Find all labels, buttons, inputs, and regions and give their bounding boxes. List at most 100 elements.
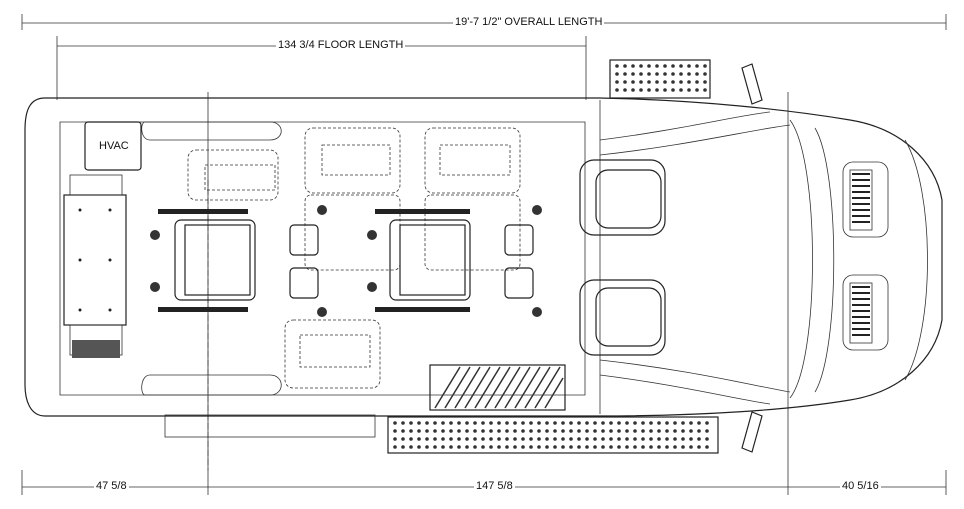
tread-dot — [569, 421, 573, 425]
tread-dot — [687, 88, 691, 92]
floor-hatch — [429, 364, 566, 411]
tread-dot — [545, 437, 549, 441]
tread-dot — [663, 64, 667, 68]
tread-dot — [505, 429, 509, 433]
tread-dot — [623, 64, 627, 68]
passenger-seats — [174, 127, 534, 389]
tread-dot — [625, 445, 629, 449]
tread-dot — [441, 437, 445, 441]
tread-dot — [393, 421, 397, 425]
tread-dot — [577, 445, 581, 449]
tread-dot — [425, 429, 429, 433]
tread-dot — [695, 88, 699, 92]
tread-dot — [457, 429, 461, 433]
tread-dot — [681, 429, 685, 433]
tread-dot — [593, 429, 597, 433]
tread-dot — [697, 445, 701, 449]
tread-dot — [449, 421, 453, 425]
tread-dot — [601, 445, 605, 449]
tread-dot — [577, 437, 581, 441]
tread-dot — [687, 72, 691, 76]
tread-dot — [393, 429, 397, 433]
tread-dot — [703, 72, 707, 76]
tread-dot — [639, 64, 643, 68]
tread-dot — [665, 445, 669, 449]
tread-dot — [569, 429, 573, 433]
wheelchair-lift — [63, 174, 127, 358]
hvac-unit — [84, 121, 142, 171]
tread-dot — [647, 72, 651, 76]
tread-dot — [489, 437, 493, 441]
tread-dot — [615, 72, 619, 76]
tread-dot — [617, 421, 621, 425]
tread-dot — [657, 445, 661, 449]
tread-dot — [641, 421, 645, 425]
tread-dot — [505, 445, 509, 449]
tread-dot — [655, 80, 659, 84]
van-body-outline — [24, 97, 943, 417]
tread-dot — [585, 445, 589, 449]
tread-dot — [513, 421, 517, 425]
tread-dot — [705, 421, 709, 425]
tread-dot — [631, 64, 635, 68]
tread-dot — [537, 437, 541, 441]
tread-dot — [441, 429, 445, 433]
tread-dot — [617, 445, 621, 449]
tread-dot — [457, 421, 461, 425]
tread-dot — [481, 445, 485, 449]
tread-dot — [641, 429, 645, 433]
tread-dot — [665, 429, 669, 433]
tread-dot — [679, 88, 683, 92]
tread-dot — [417, 445, 421, 449]
tread-dot — [641, 437, 645, 441]
tread-dot — [639, 80, 643, 84]
tread-dot — [655, 88, 659, 92]
tread-dot — [433, 429, 437, 433]
tread-dot — [409, 437, 413, 441]
tread-dot — [545, 445, 549, 449]
tread-dot — [647, 64, 651, 68]
tread-dot — [641, 445, 645, 449]
front-overhang-label: 40 5/16 — [840, 480, 881, 492]
tread-dot — [497, 437, 501, 441]
tread-dot — [553, 445, 557, 449]
tread-dot — [585, 429, 589, 433]
tread-dot — [457, 445, 461, 449]
tread-dot — [401, 421, 405, 425]
tread-dot — [623, 80, 627, 84]
tread-dot — [553, 421, 557, 425]
tread-dot — [537, 445, 541, 449]
tread-dot — [465, 437, 469, 441]
tread-dot — [441, 421, 445, 425]
tread-dot — [681, 437, 685, 441]
tread-dot — [425, 421, 429, 425]
tread-dot — [639, 72, 643, 76]
tread-dot — [679, 72, 683, 76]
tread-dot — [609, 445, 613, 449]
tread-dot — [465, 421, 469, 425]
tread-dot — [473, 445, 477, 449]
tread-dot — [705, 445, 709, 449]
tread-dot — [671, 80, 675, 84]
tread-dot — [489, 429, 493, 433]
tread-dot — [615, 88, 619, 92]
tread-dot — [663, 80, 667, 84]
tread-dot — [569, 445, 573, 449]
tread-dot — [655, 72, 659, 76]
tread-dot — [473, 421, 477, 425]
tread-dot — [671, 88, 675, 92]
tread-dot — [679, 64, 683, 68]
tread-dot — [689, 445, 693, 449]
front-vent-grilles — [852, 173, 870, 336]
tread-dot — [401, 429, 405, 433]
tread-dot — [631, 72, 635, 76]
tread-dot — [671, 64, 675, 68]
tread-dot — [529, 421, 533, 425]
tread-dot — [663, 88, 667, 92]
tread-dot — [561, 445, 565, 449]
tread-dot — [521, 429, 525, 433]
tread-dot — [687, 80, 691, 84]
tread-dot — [689, 421, 693, 425]
tread-dot — [665, 421, 669, 425]
